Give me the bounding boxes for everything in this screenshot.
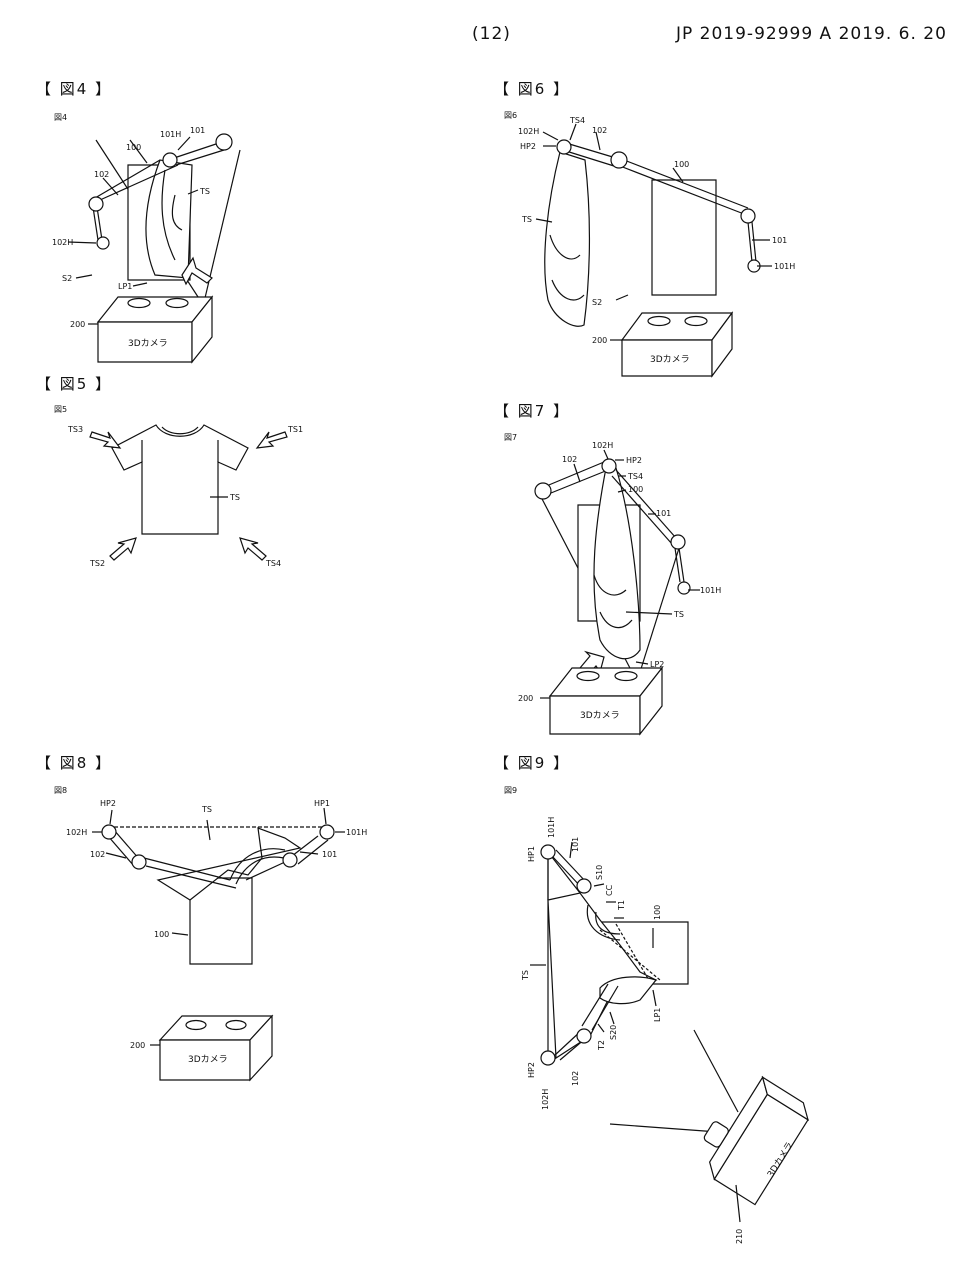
- fig9-label-t1: T1: [617, 900, 626, 911]
- fig9-label-cc: CC: [605, 884, 614, 896]
- fig9-label-s10: S10: [595, 865, 604, 880]
- fig9-label-hp2: HP2: [527, 1062, 536, 1078]
- fig9-label-hp1: HP1: [527, 846, 536, 862]
- fig9-label-102h: 102H: [541, 1089, 550, 1110]
- fig9-label-ts: TS: [521, 970, 530, 981]
- fig9-label-101h: 101H: [547, 817, 556, 838]
- fig9-label-t2: T2: [597, 1040, 606, 1051]
- fig9-label-101: 101: [571, 837, 580, 852]
- fig9-label-lp1: LP1: [653, 1008, 662, 1022]
- fig9-label-210: 210: [735, 1229, 744, 1244]
- fig9-label-s20: S20: [609, 1025, 618, 1040]
- fig9-label-102: 102: [571, 1071, 580, 1086]
- fig9-label-100: 100: [653, 905, 662, 920]
